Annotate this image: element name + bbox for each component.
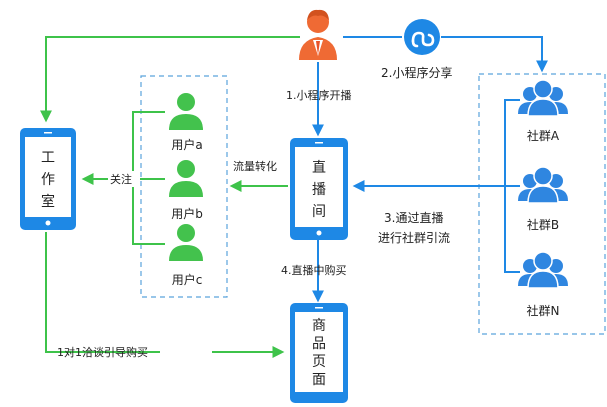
live-char-2: 播 (312, 182, 326, 198)
community-b[interactable]: 社群B (518, 166, 568, 232)
live-char-1: 直 (312, 159, 326, 176)
mini-program-icon (404, 19, 440, 55)
edge-label-live-purchase: 4.直播中购买 (281, 263, 347, 277)
edge-label-miniprogram-live: 1.小程序开播 (286, 88, 352, 102)
product-char-1: 商 (312, 318, 326, 334)
edge-label-miniprogram-share: 2.小程序分享 (381, 65, 452, 80)
live-char-3: 间 (312, 204, 326, 220)
user-icon (169, 93, 203, 130)
user-icon (169, 160, 203, 197)
host-to-communities-line (343, 36, 542, 70)
studio-to-product-line (45, 232, 285, 358)
user-c[interactable]: 用户c (169, 224, 203, 287)
community-label: 社群N (527, 303, 560, 318)
community-a[interactable]: 社群A (518, 79, 568, 143)
edge-label-community-drain-2: 进行社群引流 (378, 230, 450, 245)
edge-label-follow: 关注 (110, 172, 132, 186)
product-char-4: 面 (312, 372, 326, 388)
user-label: 用户c (172, 272, 203, 287)
businessman-icon (299, 9, 337, 60)
studio-char-2: 作 (41, 172, 55, 188)
product-char-2: 品 (312, 336, 326, 352)
studio-char-3: 室 (41, 193, 55, 210)
edge-label-community-drain-1: 3.通过直播 (384, 211, 443, 225)
community-label: 社群A (527, 128, 560, 143)
edge-label-traffic-convert: 流量转化 (233, 159, 277, 173)
edge-label-consult-purchase: 1对1洽谈引导购买 (57, 345, 148, 359)
user-label: 用户a (171, 137, 202, 152)
user-b[interactable]: 用户b (169, 160, 203, 221)
community-label: 社群B (527, 217, 559, 232)
studio-phone[interactable]: 工 作 室 (20, 128, 76, 230)
group-icon (518, 251, 568, 289)
group-icon (518, 166, 568, 204)
group-icon (518, 79, 568, 117)
studio-char-1: 工 (41, 150, 55, 166)
user-label: 用户b (171, 206, 203, 221)
product-char-3: 页 (312, 354, 326, 370)
live-room-phone[interactable]: 直 播 间 (290, 138, 348, 240)
community-n[interactable]: 社群N (518, 251, 568, 318)
user-icon (169, 224, 203, 261)
user-a[interactable]: 用户a (169, 93, 203, 152)
product-page-phone[interactable]: 商 品 页 面 (290, 303, 348, 403)
host-to-studio-line (40, 36, 300, 123)
